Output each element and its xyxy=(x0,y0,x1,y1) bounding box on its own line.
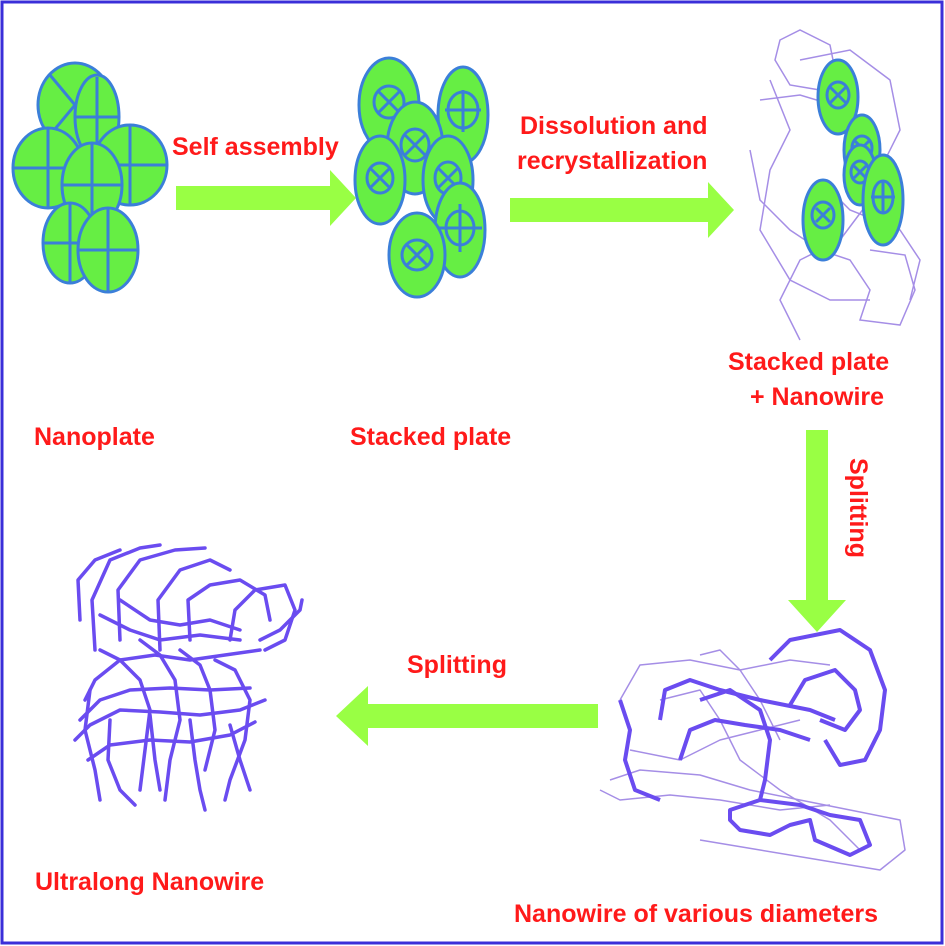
various-diameters-label: Nanowire of various diameters xyxy=(514,900,878,928)
nanoplate-cluster xyxy=(11,61,169,294)
dissolution-label-line2: recrystallization xyxy=(517,147,707,175)
labels: Self assembly Dissolution and recrystall… xyxy=(34,112,889,928)
stacked-plate-nanowire-label-line2: + Nanowire xyxy=(750,383,884,411)
arrow-splitting-left xyxy=(336,686,598,746)
arrow-self-assembly xyxy=(176,170,356,226)
plate xyxy=(76,206,140,294)
dissolution-label-line1: Dissolution and xyxy=(520,112,708,140)
arrow-dissolution xyxy=(510,182,734,238)
nanoplate-label: Nanoplate xyxy=(34,423,155,451)
stacked-plate-nanowire-label-line1: Stacked plate xyxy=(728,348,889,376)
ultralong-nanowire-label: Ultralong Nanowire xyxy=(35,868,264,896)
ultralong-nanowires xyxy=(73,543,304,812)
splitting-vertical-label: Splitting xyxy=(844,458,872,558)
stacked-plate-label: Stacked plate xyxy=(350,423,511,451)
stacked-plate-cluster xyxy=(353,56,490,299)
stacked-plate-nanowire-cluster xyxy=(749,29,921,341)
self-assembly-label: Self assembly xyxy=(172,133,339,161)
arrow-splitting-down xyxy=(788,430,846,632)
stacked-plates xyxy=(801,58,905,262)
splitting-horizontal-label: Splitting xyxy=(407,651,507,679)
various-diameter-nanowires xyxy=(599,628,906,871)
